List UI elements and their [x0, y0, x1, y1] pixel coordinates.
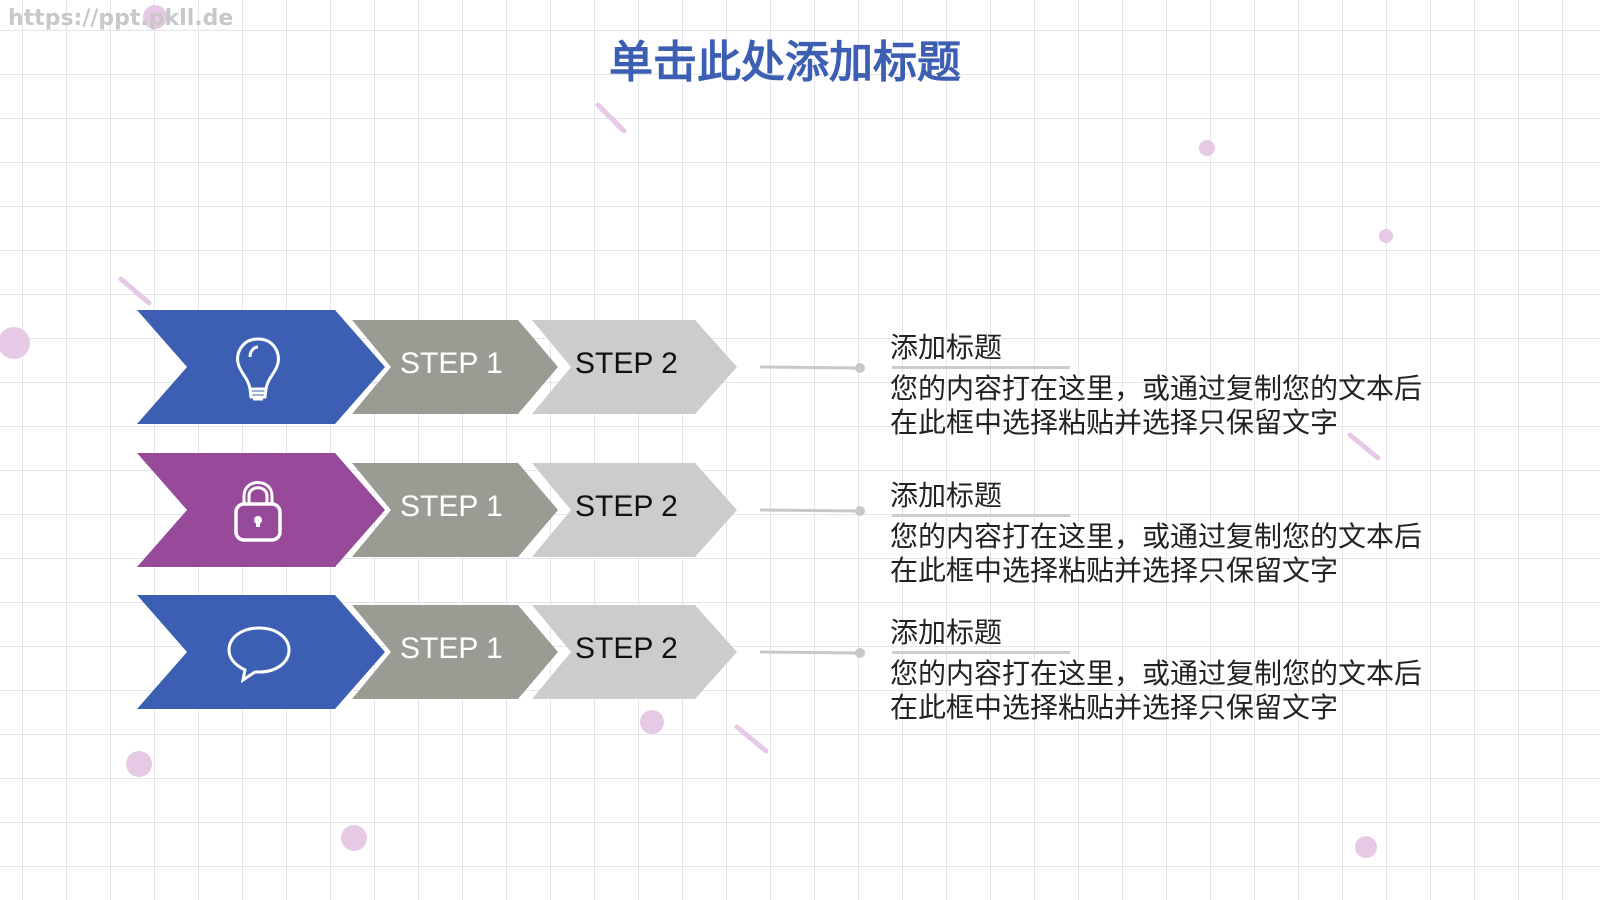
connector-line — [759, 650, 861, 655]
decor-dot — [143, 5, 167, 29]
decor-dash — [118, 276, 152, 306]
lock-icon — [234, 481, 282, 542]
decor-dot — [1379, 229, 1393, 243]
connector-dot — [855, 363, 865, 373]
step1-chevron[interactable] — [352, 605, 558, 699]
connector-dot — [855, 648, 865, 658]
decor-dot — [1199, 140, 1215, 156]
heading-underline — [892, 651, 1070, 654]
decor-dot — [1355, 836, 1377, 858]
decor-dot — [341, 825, 367, 851]
connector-line — [759, 365, 861, 370]
item-heading[interactable]: 添加标题 — [890, 479, 1003, 512]
watermark: https://ppt.pkll.de — [8, 6, 234, 31]
decor-dot — [0, 327, 30, 359]
step2-chevron[interactable] — [532, 463, 737, 557]
step2-label: STEP 2 — [575, 490, 678, 523]
step2-chevron[interactable] — [532, 605, 737, 699]
step2-label: STEP 2 — [575, 347, 678, 380]
decor-dot — [126, 751, 152, 777]
lightbulb-icon — [236, 337, 280, 401]
heading-underline — [892, 366, 1070, 369]
step1-label: STEP 1 — [400, 490, 503, 523]
heading-underline — [892, 514, 1070, 517]
main-chevron[interactable] — [137, 595, 385, 709]
speech-bubble-icon — [227, 626, 291, 684]
step1-label: STEP 1 — [400, 347, 503, 380]
main-chevron[interactable] — [137, 453, 385, 567]
item-heading[interactable]: 添加标题 — [890, 616, 1003, 649]
decor-dash — [1347, 432, 1381, 461]
step1-label: STEP 1 — [400, 632, 503, 665]
step1-chevron[interactable] — [352, 320, 558, 414]
decor-dash — [595, 102, 627, 134]
page-title[interactable]: 单击此处添加标题 — [609, 37, 961, 88]
step1-chevron[interactable] — [352, 463, 558, 557]
item-heading[interactable]: 添加标题 — [890, 331, 1003, 364]
item-body-text[interactable]: 您的内容打在这里，或通过复制您的文本后 在此框中选择粘贴并选择只保留文字 — [890, 520, 1423, 587]
connector-line — [759, 508, 861, 513]
decor-dash — [734, 724, 769, 754]
step2-label: STEP 2 — [575, 632, 678, 665]
item-body-text[interactable]: 您的内容打在这里，或通过复制您的文本后 在此框中选择粘贴并选择只保留文字 — [890, 657, 1423, 724]
item-body-text[interactable]: 您的内容打在这里，或通过复制您的文本后 在此框中选择粘贴并选择只保留文字 — [890, 372, 1423, 439]
main-chevron[interactable] — [137, 310, 385, 424]
decor-dot — [640, 710, 664, 734]
connector-dot — [855, 506, 865, 516]
step2-chevron[interactable] — [532, 320, 737, 414]
